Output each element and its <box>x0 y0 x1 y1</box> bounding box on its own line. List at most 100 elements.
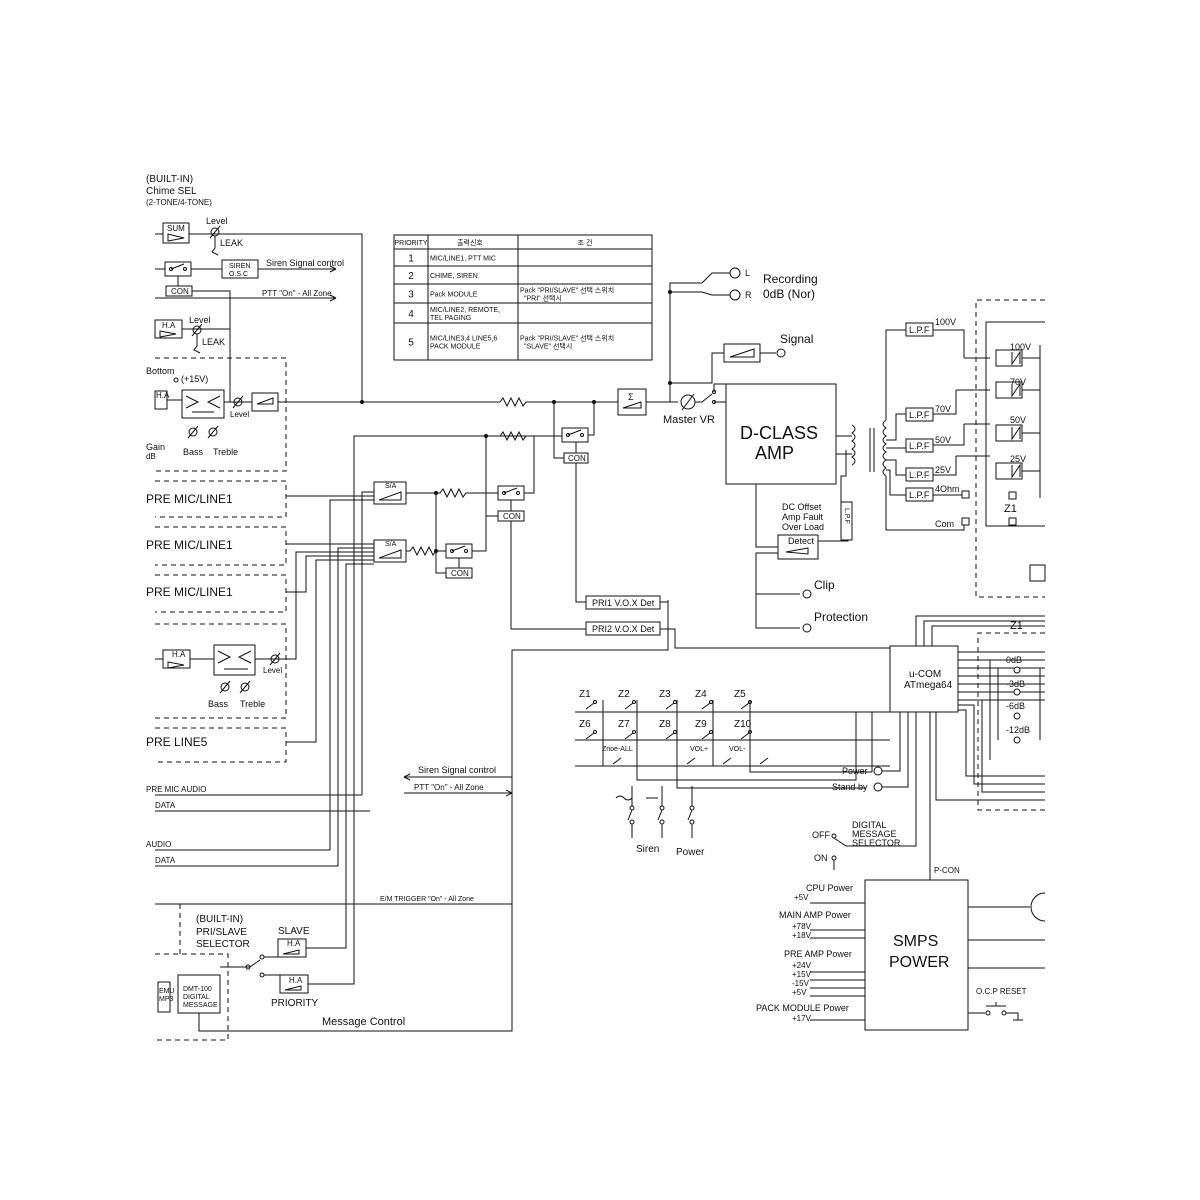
terminal-z1b[interactable] <box>1008 517 1017 526</box>
zone-key-switch[interactable] <box>701 730 713 740</box>
zone-key-label: Z6 <box>579 719 591 730</box>
terminal-z1a[interactable] <box>1008 491 1017 500</box>
svg-text:SUM: SUM <box>167 224 185 233</box>
svg-text:H.A: H.A <box>289 976 303 985</box>
summing-amp: Σ <box>617 388 647 416</box>
table-row-signal: TEL PAGING <box>430 315 471 322</box>
zone-key-switch[interactable] <box>624 730 636 740</box>
priority-switch-1[interactable] <box>497 485 525 501</box>
dclass-label-1: D-CLASS <box>740 423 818 443</box>
function-key-switch[interactable] <box>759 757 769 765</box>
ucom-block <box>889 645 959 713</box>
zone-key-switch[interactable] <box>701 700 713 710</box>
com-label: Com <box>935 519 954 529</box>
pcon-label: P-CON <box>934 866 960 875</box>
zone-key-label: Z2 <box>618 689 630 700</box>
zone-key-switch[interactable] <box>665 730 677 740</box>
bell-key-switch[interactable] <box>657 805 665 825</box>
bass-pot-1[interactable] <box>187 425 199 439</box>
level-pot-4[interactable] <box>269 652 281 666</box>
sw-70v: 70V <box>1010 377 1026 387</box>
pri-slave-label: PRI/SLAVE <box>196 927 247 938</box>
priority-switch-3[interactable] <box>561 427 589 443</box>
level-pot-3[interactable] <box>232 395 244 409</box>
relay-25v[interactable] <box>995 462 1023 480</box>
pre-15v-pos: +15V <box>792 970 812 979</box>
cpu-5v: +5V <box>794 893 809 902</box>
svg-text:EMU: EMU <box>159 988 175 995</box>
treble-pot-2[interactable] <box>239 680 251 694</box>
table-header: 출력신호 <box>457 238 483 247</box>
table-row-condition: Pack "PRI/SLAVE" 선택 스위치 <box>520 286 614 295</box>
zone-key-switch[interactable] <box>585 730 597 740</box>
bass-pot-2[interactable] <box>219 680 231 694</box>
zone-key-label: Z10 <box>734 719 752 730</box>
mic-line1-input-b: PRE MIC/LINE1 <box>146 538 233 552</box>
svg-text:H.A: H.A <box>162 321 176 330</box>
zone-key-label: Z7 <box>618 719 630 730</box>
on-label: ON <box>814 853 828 863</box>
plus15v-label: (+15V) <box>181 374 208 384</box>
svg-text:L.P.F: L.P.F <box>843 508 850 524</box>
table-row-priority: 3 <box>408 290 414 301</box>
zone-key-label: Z3 <box>659 689 671 700</box>
siren-switch-label: Siren <box>636 844 659 855</box>
function-key-switch[interactable] <box>722 757 732 765</box>
terminal-4ohm[interactable] <box>961 490 970 499</box>
smps-block <box>864 879 969 1031</box>
dc-offset-label: DC Offset <box>782 502 822 512</box>
zone-all-label: Znoe-ALL <box>602 746 633 753</box>
att-led-0 <box>1013 666 1021 674</box>
smps-label-2: POWER <box>889 954 949 971</box>
zone-key-label: Z9 <box>695 719 707 730</box>
signal-buffer <box>723 343 761 363</box>
treble-pot-1[interactable] <box>207 425 219 439</box>
zone-key-switch[interactable] <box>665 700 677 710</box>
priority-switch-2[interactable] <box>445 543 473 559</box>
svg-text:L.P.F: L.P.F <box>909 470 930 480</box>
siren-switch[interactable] <box>164 261 192 277</box>
master-vr-label: Master VR <box>663 414 715 426</box>
att-6db: -6dB <box>1006 701 1025 711</box>
pre-power-label: PRE AMP Power <box>784 949 852 959</box>
table-row-condition: "SLAVE" 선택시 <box>524 342 572 351</box>
master-vr-knob[interactable] <box>680 393 696 411</box>
out-70v: 70V <box>935 404 951 414</box>
ocp-reset-button[interactable] <box>985 1002 1007 1016</box>
function-key-switch[interactable] <box>686 757 696 765</box>
out-4ohm: 4Ohm <box>935 484 960 494</box>
svg-text:SIREN: SIREN <box>229 263 250 270</box>
level-pot-2[interactable] <box>191 323 203 354</box>
sw-100v: 100V <box>1010 342 1031 352</box>
table-row-signal: MIC/LINE3,4 LINE5,6 <box>430 336 497 343</box>
slave-label: SLAVE <box>278 926 310 937</box>
recording-level: 0dB (Nor) <box>763 287 815 301</box>
relay-100v[interactable] <box>995 349 1023 367</box>
zone-key-switch[interactable] <box>624 700 636 710</box>
ha-slave-block: H.A <box>277 938 307 958</box>
power-key-switch[interactable] <box>687 805 695 825</box>
mic-line1-input-a: PRE MIC/LINE1 <box>146 492 233 506</box>
lpf-out-100v: L.P.F <box>905 322 934 337</box>
tone-block-1: H.A <box>154 389 225 419</box>
svg-text:DMT-100: DMT-100 <box>183 986 212 993</box>
pre-15v-neg: -15V <box>792 979 810 988</box>
level-pot-1[interactable] <box>209 225 221 256</box>
relay-50v[interactable] <box>995 424 1023 442</box>
lpf-out-25v: L.P.F <box>905 467 934 482</box>
terminal-com[interactable] <box>961 517 970 526</box>
siren-key-switch[interactable] <box>627 805 635 825</box>
table-row-condition: "PRI" 선택시 <box>524 294 562 303</box>
bottom-label: Bottom <box>146 366 175 376</box>
z1-top-label: Z1 <box>1010 620 1023 632</box>
audio-label: AUDIO <box>146 840 171 849</box>
ptt-all-zone-top: PTT "On" - All Zone <box>262 289 332 298</box>
att-led-12 <box>1013 736 1021 744</box>
function-key-switch[interactable] <box>612 757 622 765</box>
level-label-4: Level <box>263 666 282 675</box>
zone-key-switch[interactable] <box>585 700 597 710</box>
pri-slave-switch[interactable] <box>245 954 265 978</box>
table-row-condition: Pack "PRI/SLAVE" 선택 스위치 <box>520 334 614 343</box>
